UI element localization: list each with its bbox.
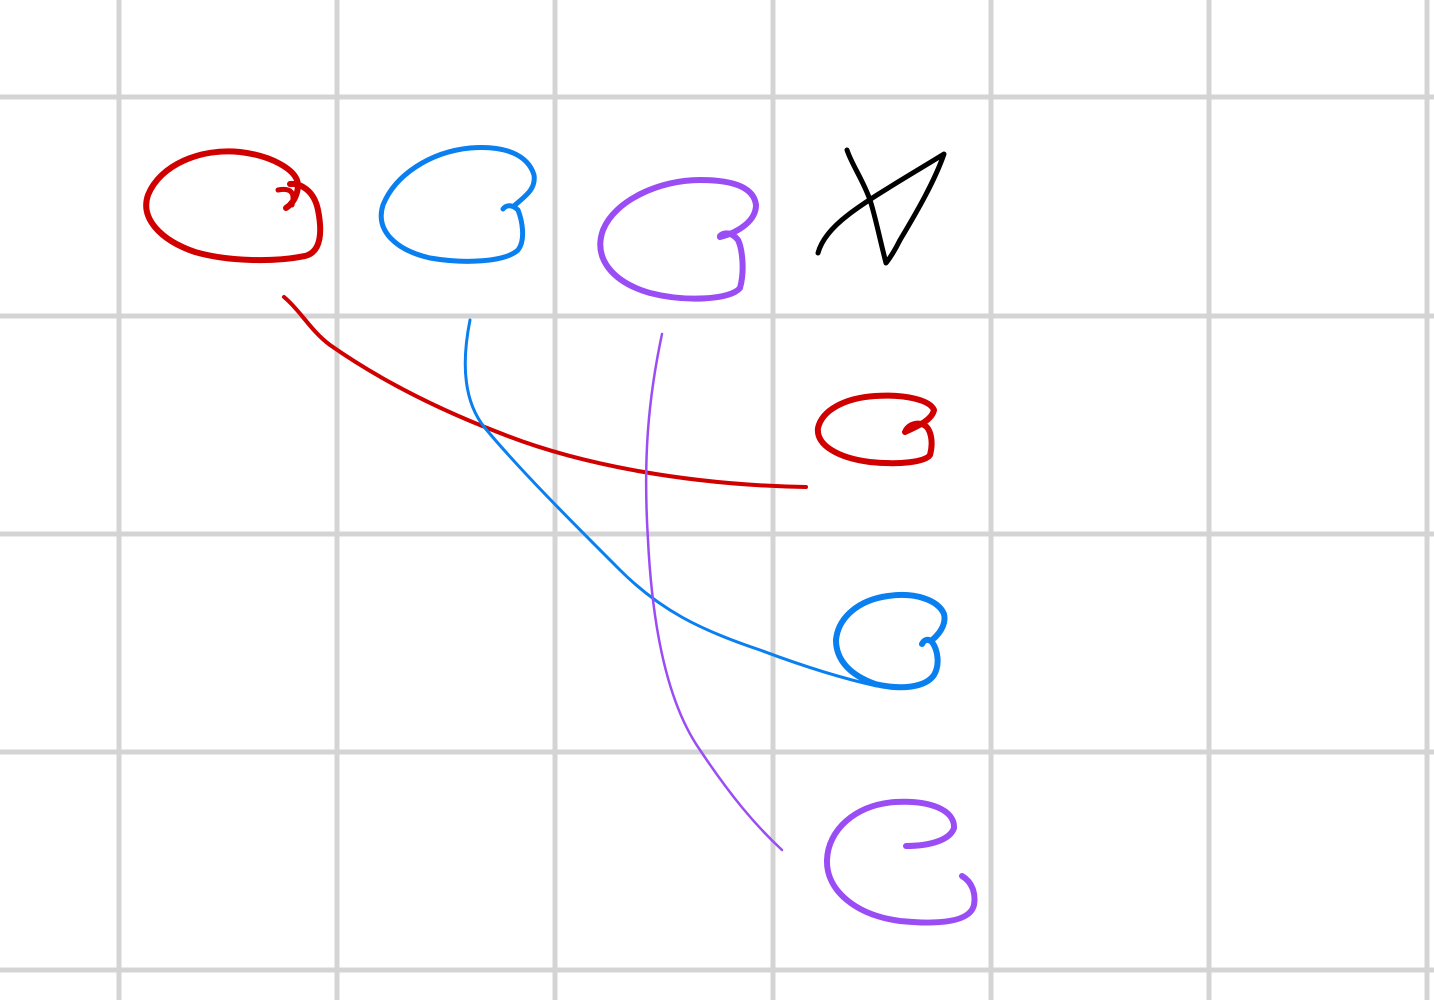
blue-loop-top-stroke <box>378 144 537 264</box>
purple-loop-top-stroke <box>597 177 759 302</box>
red-loop-right-stroke <box>814 392 937 467</box>
black-glyph-stroke <box>815 147 947 266</box>
blue-loop-right-stroke <box>833 592 948 691</box>
red-loop-top-stroke <box>143 148 324 264</box>
red-loop-top-tick <box>275 186 296 208</box>
purple-curl-right-stroke <box>823 798 978 926</box>
purple-connector-stroke <box>644 332 784 852</box>
blue-connector-stroke <box>463 318 879 688</box>
red-connector-stroke <box>282 295 808 489</box>
